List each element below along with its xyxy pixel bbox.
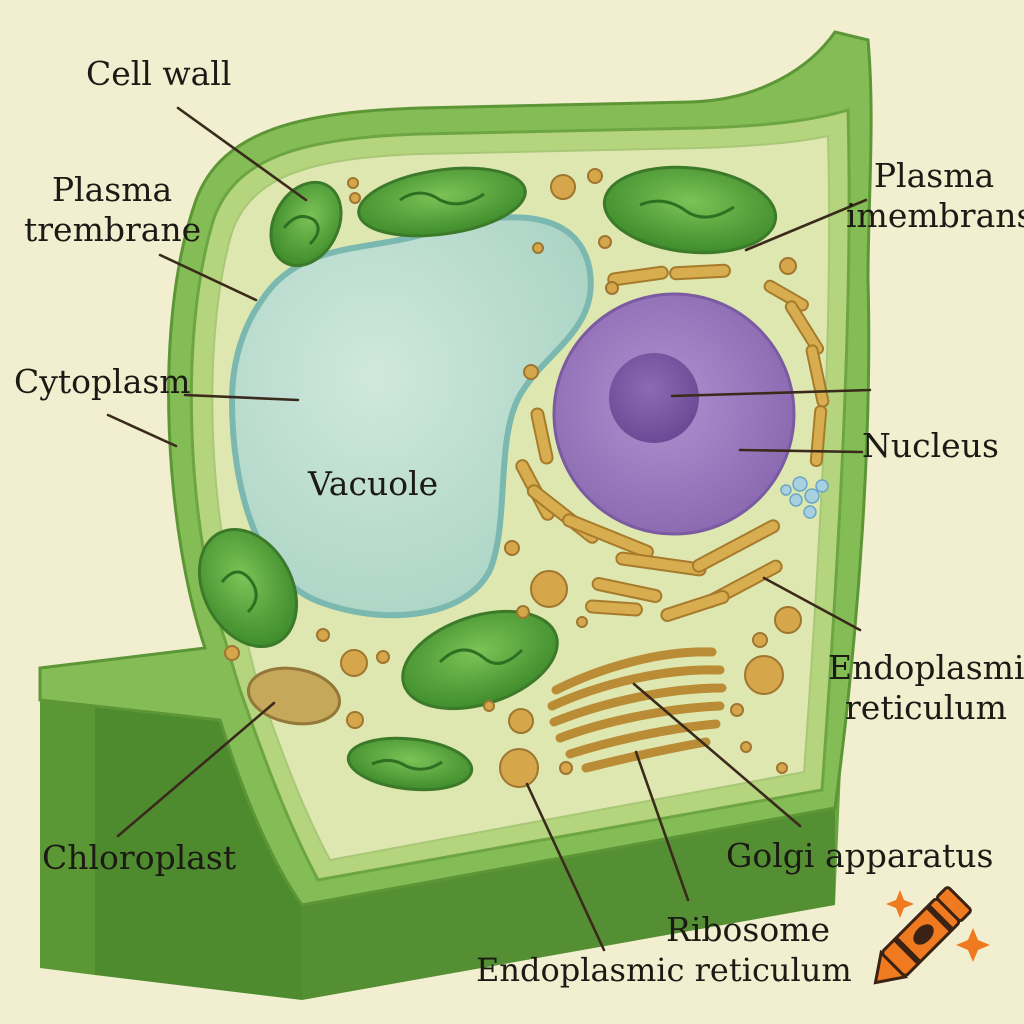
- label-plasma-membrane-right: Plasma imembrans: [846, 156, 1024, 235]
- chloroplast-1: [269, 180, 343, 268]
- granules: [780, 476, 829, 519]
- cell-wall-side-left: [40, 662, 95, 975]
- cell-wall-front-left: [95, 652, 302, 1000]
- label-endoplasmic-reticulum-bottom: Endoplasmic reticulum: [476, 951, 852, 989]
- endoplasmic-reticulum: [515, 263, 830, 622]
- label-cell-wall: Cell wall: [86, 54, 232, 93]
- chloroplasts: [197, 165, 778, 792]
- chloroplast-6: [346, 736, 474, 792]
- golgi-apparatus: [547, 647, 727, 773]
- nucleolus: [609, 353, 699, 443]
- label-nucleus: Nucleus: [862, 426, 999, 465]
- nucleus-group: [552, 292, 796, 536]
- label-plasma-membrane-left: Plasma trembrane: [24, 170, 202, 249]
- vesicles: [224, 168, 802, 788]
- chloroplast-3: [602, 165, 778, 255]
- label-endoplasmic-reticulum-right: Endoplasmi reticulum: [828, 648, 1024, 727]
- chloroplast-4: [197, 527, 299, 649]
- cell-wall-front-bottom: [302, 808, 835, 1000]
- label-ribosome: Ribosome: [666, 910, 831, 949]
- crayon-icon: [873, 886, 972, 985]
- chloroplast-5: [401, 609, 559, 711]
- leader-lines: [106, 106, 872, 952]
- label-cytoplasm: Cytoplasm: [14, 362, 191, 401]
- label-chloroplast: Chloroplast: [42, 838, 237, 877]
- chloroplast-amyloplast: [246, 666, 342, 726]
- label-vacuole: Vacuole: [308, 464, 439, 503]
- label-golgi-apparatus: Golgi apparatus: [726, 836, 994, 875]
- sparkle-icon: [886, 890, 990, 962]
